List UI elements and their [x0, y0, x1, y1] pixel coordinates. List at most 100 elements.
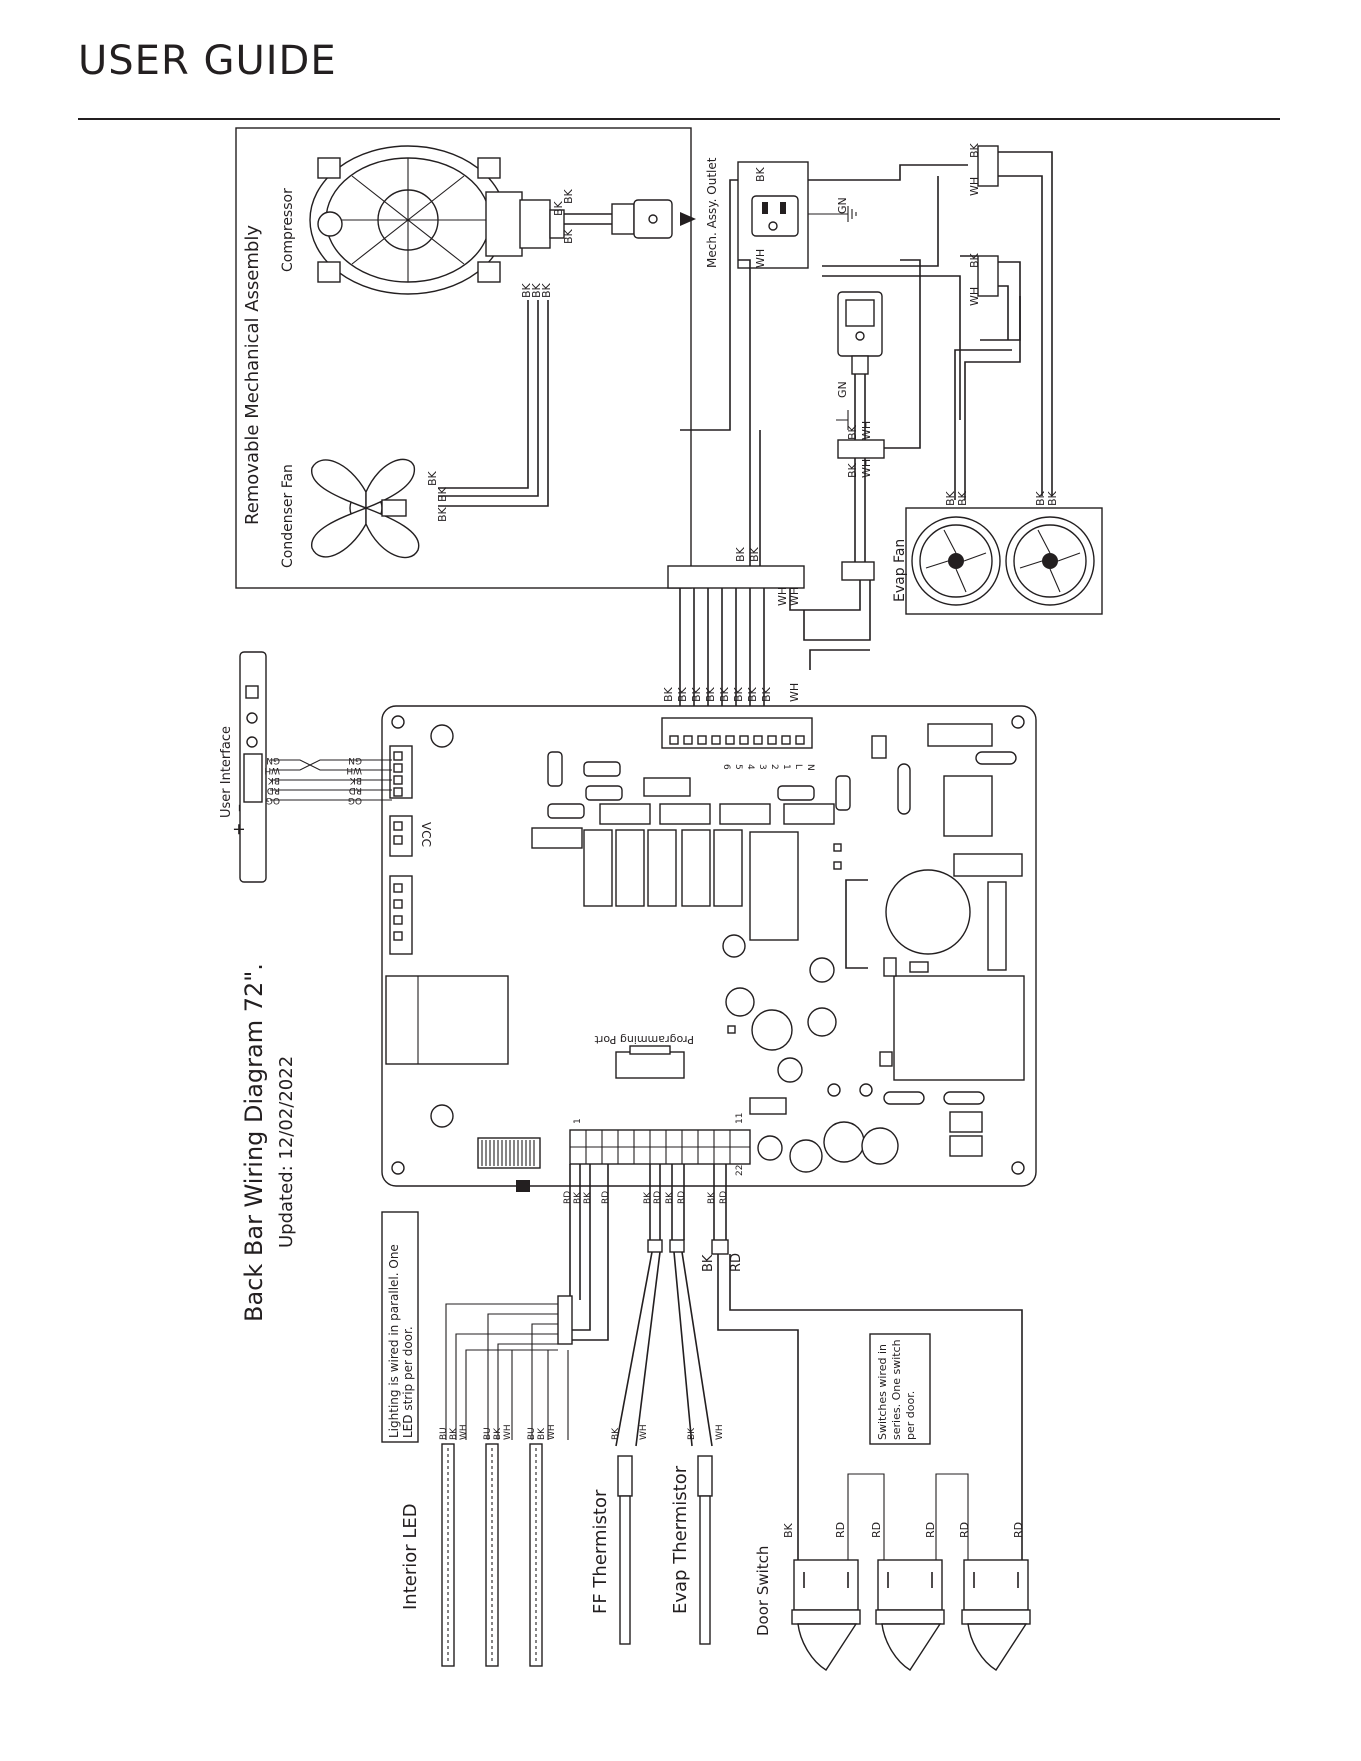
lighting-note-box	[381, 1211, 419, 1443]
mechanical-assembly-label: Removable Mechanical Assembly	[242, 225, 263, 525]
board-connector-lower	[389, 875, 413, 955]
svg-text:N: N	[805, 764, 815, 771]
interior-led-label: Interior LED	[400, 1503, 421, 1610]
svg-text:WH: WH	[776, 587, 789, 606]
evap-fan	[905, 507, 1103, 615]
svg-text:WH: WH	[860, 421, 873, 440]
svg-text:BK: BK	[846, 462, 859, 478]
svg-text:RD: RD	[870, 1522, 883, 1538]
diagram-updated: Updated: 12/02/2022	[276, 1056, 297, 1248]
led-strip-2	[485, 1443, 499, 1667]
svg-text:BK: BK	[944, 490, 957, 506]
compressor-label: Compressor	[280, 188, 296, 272]
svg-text:BU: BU	[439, 1427, 449, 1440]
svg-text:BK: BK	[846, 424, 859, 440]
board-transformer	[385, 975, 509, 1065]
mech-assy-outlet	[737, 161, 809, 269]
svg-text:BK: BK	[1034, 490, 1047, 506]
svg-text:OG: OG	[266, 795, 280, 805]
ff-thermistor-label: FF Thermistor	[590, 1489, 611, 1614]
svg-text:BK: BK	[537, 1427, 547, 1440]
control-board	[381, 705, 1037, 1187]
svg-text:BK: BK	[701, 1254, 716, 1272]
svg-text:RD: RD	[958, 1522, 971, 1538]
svg-text:5: 5	[733, 764, 743, 770]
ui-minus-symbol: –	[229, 804, 248, 812]
svg-text:WH: WH	[968, 177, 981, 196]
svg-text:22: 22	[735, 1165, 745, 1176]
svg-text:GN: GN	[836, 381, 849, 398]
svg-text:BK: BK	[520, 282, 533, 298]
programming-port	[615, 1045, 685, 1079]
svg-text:BK: BK	[707, 1191, 717, 1204]
harness-connector	[667, 565, 805, 589]
svg-text:BK: BK	[552, 200, 565, 216]
svg-text:RD: RD	[563, 1191, 573, 1204]
svg-text:BU: BU	[483, 1427, 493, 1440]
evap-thermistor-label: Evap Thermistor	[670, 1465, 691, 1614]
bottom-22-pin-connector	[569, 1129, 751, 1165]
lighting-note-line-2: LED strip per door.	[401, 1326, 415, 1438]
svg-text:RD: RD	[834, 1522, 847, 1538]
svg-text:RD: RD	[729, 1253, 744, 1272]
svg-text:BK: BK	[690, 686, 703, 702]
svg-text:RD: RD	[653, 1191, 663, 1204]
svg-text:WH: WH	[788, 587, 801, 606]
svg-text:4: 4	[745, 764, 755, 770]
led-strip-3	[529, 1443, 543, 1667]
page-header-title: USER GUIDE	[78, 38, 337, 84]
lighting-note-line-1: Lighting is wired in parallel. One	[387, 1244, 401, 1438]
svg-text:WH: WH	[788, 683, 801, 702]
compressor-plug	[611, 199, 696, 239]
svg-text:GN: GN	[266, 755, 280, 765]
door-switch-1	[791, 1559, 861, 1671]
svg-text:BU: BU	[527, 1427, 537, 1440]
svg-text:BK: BK	[493, 1427, 503, 1440]
svg-text:WH: WH	[503, 1424, 513, 1440]
svg-text:WH: WH	[860, 459, 873, 478]
svg-text:BK: BK	[746, 686, 759, 702]
svg-text:BK: BK	[968, 142, 981, 158]
svg-text:RD: RD	[924, 1522, 937, 1538]
condenser-fan-label: Condenser Fan	[280, 464, 296, 568]
condenser-fan	[311, 458, 420, 559]
svg-text:RD: RD	[719, 1191, 729, 1204]
svg-text:6: 6	[721, 764, 731, 770]
header-divider	[78, 118, 1280, 120]
svg-text:BK: BK	[436, 486, 449, 502]
led-strip-1	[441, 1443, 455, 1667]
programming-port-label: Programming Port	[594, 1033, 694, 1046]
ff-thermistor-probe	[617, 1455, 633, 1645]
svg-text:BK: BK	[562, 228, 575, 244]
svg-text:BK: BK	[436, 506, 449, 522]
svg-text:RD: RD	[677, 1191, 687, 1204]
outlet-label: Mech. Assy. Outlet	[705, 157, 719, 268]
svg-text:BK: BK	[754, 166, 767, 182]
svg-text:BK: BK	[1046, 490, 1059, 506]
svg-text:BK: BK	[676, 686, 689, 702]
svg-text:WH: WH	[547, 1424, 557, 1440]
top-terminal-strip	[661, 717, 813, 749]
svg-text:BK: BK	[583, 1191, 593, 1204]
ui-board-connector	[389, 745, 413, 799]
svg-text:BK: BK	[760, 686, 773, 702]
svg-text:BK: BK	[540, 282, 553, 298]
svg-text:WH: WH	[459, 1424, 469, 1440]
vcc-label: VCC	[419, 822, 433, 847]
svg-text:L: L	[793, 764, 803, 769]
switch-note-line-1: Switches wired in	[876, 1344, 889, 1440]
svg-text:RD: RD	[601, 1191, 611, 1204]
svg-text:BK: BK	[704, 686, 717, 702]
svg-text:BK: BK	[687, 1427, 697, 1440]
evap-fan-plug	[837, 291, 883, 375]
svg-text:BK: BK	[665, 1191, 675, 1204]
svg-text:BK: BK	[426, 470, 439, 486]
svg-text:BK: BK	[748, 546, 761, 562]
svg-text:BK: BK	[562, 188, 575, 204]
door-switch-2	[875, 1559, 945, 1671]
svg-text:3: 3	[757, 764, 767, 770]
svg-text:BK: BK	[449, 1427, 459, 1440]
svg-text:BK: BK	[530, 282, 543, 298]
svg-text:BK: BK	[267, 775, 280, 785]
